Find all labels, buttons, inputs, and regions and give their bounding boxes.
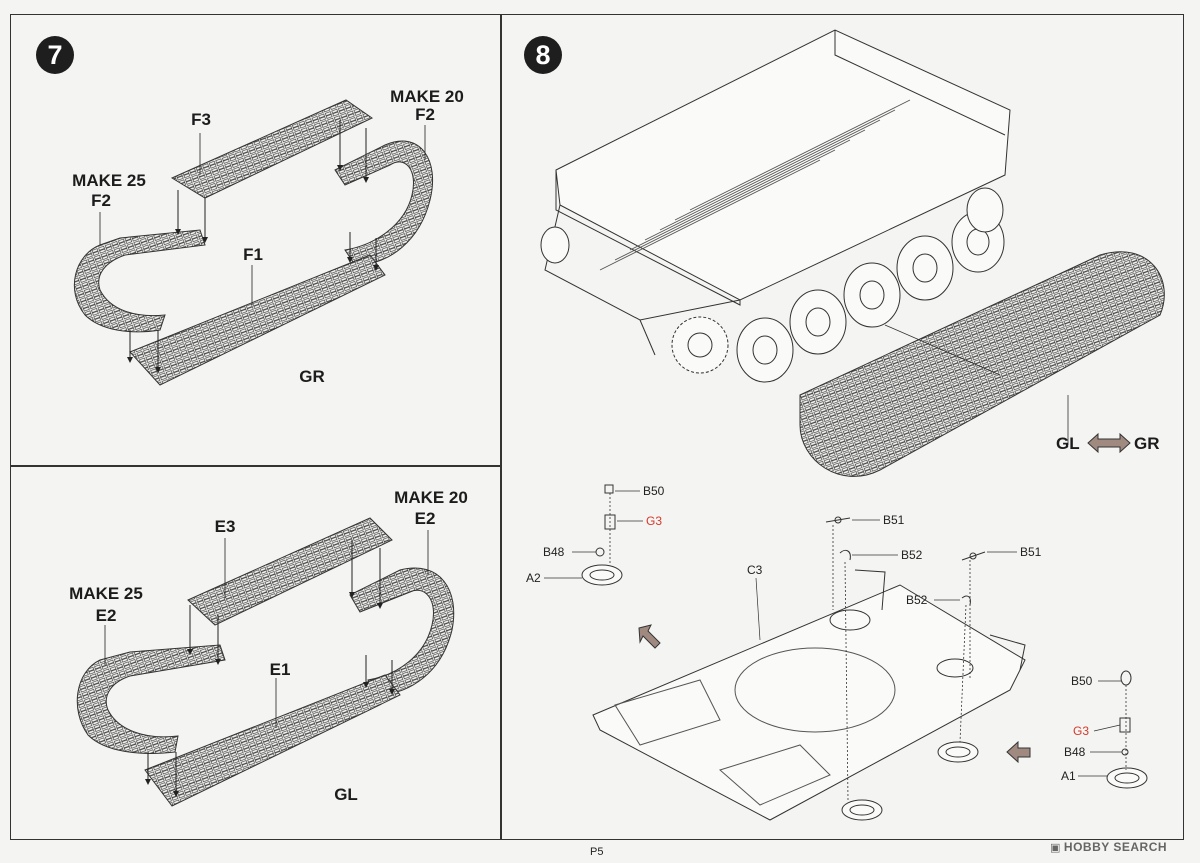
step-8-badge: 8: [524, 36, 562, 74]
part-label-f2-left: F2: [91, 191, 111, 210]
page-frame: [10, 14, 1184, 840]
part-label-b50-top: B50: [643, 484, 665, 498]
track-assembly-gl: [76, 517, 455, 807]
part-label-c3: C3: [747, 563, 763, 577]
hull-floor-plate: [544, 484, 1148, 821]
hull-with-suspension: [540, 29, 1165, 477]
part-label-a2: A2: [526, 571, 541, 585]
double-headed-arrow-icon: [1087, 432, 1131, 454]
part-label-e3: E3: [214, 517, 236, 536]
watermark-text: HOBBY SEARCH: [1063, 840, 1168, 854]
part-label-b48-right: B48: [1064, 745, 1086, 759]
part-label-b51-mid: B51: [883, 513, 905, 527]
part-label-b48-top: B48: [543, 545, 565, 559]
part-label-b52-mid: B52: [901, 548, 923, 562]
track-side-gl: GL: [334, 785, 358, 804]
quantity-label-make-25: MAKE 25: [72, 171, 146, 190]
quantity-label-make-25: MAKE 25: [69, 584, 143, 603]
quantity-label-make-20: MAKE 20: [394, 488, 468, 507]
diagonal-arrow-icon: [638, 624, 661, 649]
quantity-label-make-20: MAKE 20: [390, 87, 464, 106]
panel-divider-vertical: [500, 14, 502, 840]
part-label-g3-right: G3: [1073, 724, 1090, 738]
watermark: ▣HOBBY SEARCH: [1050, 840, 1167, 854]
hobby-search-logo-icon: ▣: [1050, 842, 1061, 854]
part-label-f2-right: F2: [415, 105, 435, 124]
part-label-b50-right: B50: [1071, 674, 1093, 688]
part-label-e1: E1: [269, 660, 291, 679]
page-number: P5: [590, 846, 604, 858]
part-label-f1: F1: [243, 245, 263, 264]
part-label-f3: F3: [191, 110, 211, 129]
part-label-a1: A1: [1061, 769, 1076, 783]
track-side-gr: GR: [299, 367, 325, 386]
panel-divider-horizontal: [10, 465, 501, 467]
left-arrow-icon: [1006, 740, 1031, 764]
part-label-e2-right: E2: [414, 509, 436, 528]
track-assembly-gr: [73, 99, 434, 386]
part-label-b51-right: B51: [1020, 545, 1042, 559]
part-label-g3-top: G3: [646, 514, 663, 528]
step-7-badge: 7: [36, 36, 74, 74]
track-side-gl-label: GL: [1056, 434, 1080, 453]
track-side-gr-label: GR: [1134, 434, 1160, 453]
part-label-e2-left: E2: [95, 606, 117, 625]
part-label-b52-right: B52: [906, 593, 928, 607]
